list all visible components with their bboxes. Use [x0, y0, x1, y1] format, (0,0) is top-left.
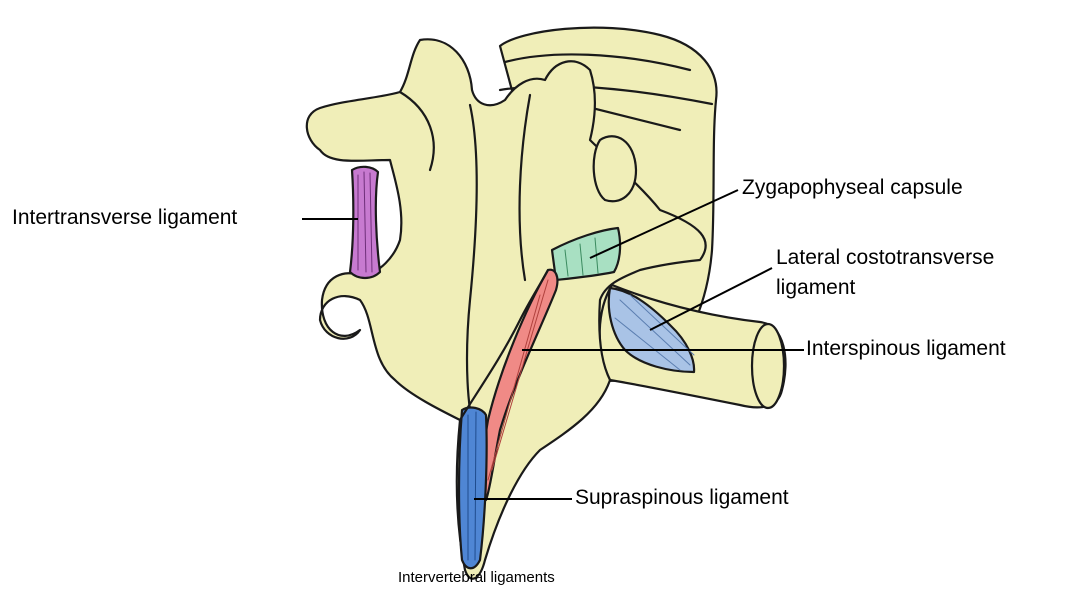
label-lateral-costotransverse-line1: Lateral costotransverse	[776, 246, 994, 270]
label-zygapophyseal-capsule: Zygapophyseal capsule	[742, 176, 963, 200]
caption: Intervertebral ligaments	[398, 569, 555, 586]
label-intertransverse-ligament: Intertransverse ligament	[12, 206, 237, 230]
facet-oval	[594, 136, 636, 201]
label-lateral-costotransverse-line2: ligament	[776, 276, 855, 300]
transverse-process-tip	[752, 324, 784, 408]
label-supraspinous-ligament: Supraspinous ligament	[575, 486, 789, 510]
supraspinous-ligament	[459, 408, 487, 569]
label-interspinous-ligament: Interspinous ligament	[806, 337, 1006, 361]
